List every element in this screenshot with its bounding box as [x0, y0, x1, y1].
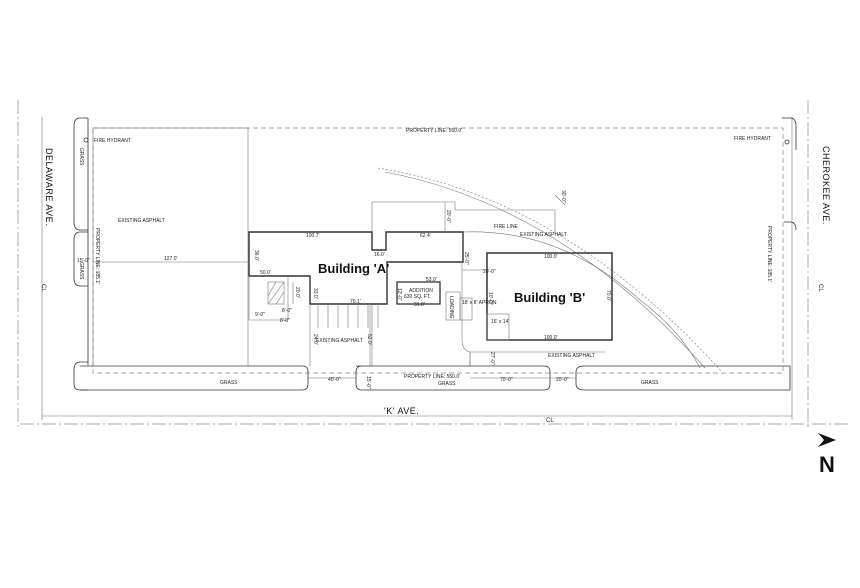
existing-asphalt-north-label: EXISTING ASPHALT [520, 232, 567, 238]
delaware-ave-label: DELAWARE AVE. [44, 148, 54, 226]
addition-outline [396, 281, 441, 305]
grass-strip-south-1 [80, 365, 309, 391]
dim-100-0-b: 100.0' [544, 335, 558, 341]
dim-62-4: 62.4' [420, 233, 431, 239]
existing-asphalt-east-label: EXISTING ASPHALT [548, 353, 595, 359]
property-line-right-label: PROPERTY LINE: 185.1' [766, 226, 772, 282]
dim-53-0: 53.0' [426, 277, 437, 283]
drive-arc-inner [377, 167, 723, 373]
dim-50-0: 50.0' [260, 270, 271, 276]
addition-label: ADDITION [409, 288, 433, 294]
addition-area-label: 630 SQ. FT. [404, 294, 431, 300]
grass-strip-south-2 [355, 365, 551, 391]
dim-100-7: 100.7' [306, 233, 320, 239]
delaware-centerline-label: CL [40, 284, 46, 292]
dim-20-0-b: 20'-0" [483, 269, 496, 275]
cherokee-ave-label: CHEROKEE AVE. [821, 146, 831, 225]
west-parking-lot [92, 127, 249, 367]
dim-8-0-a: 8'-0" [282, 308, 292, 314]
box-16x14 [486, 313, 510, 341]
loading-label: LOADING [448, 296, 454, 319]
dim-25-0: 25'-0" [463, 252, 469, 265]
dim-8-0-b: 8'-0" [280, 318, 290, 324]
dim-30-0: 30'-0" [560, 190, 566, 203]
dim-15-0-b: 15'-0" [365, 376, 371, 389]
dim-40-0: 40'-0" [328, 377, 341, 383]
grass-strip-west-mid [73, 231, 88, 287]
dim-9-0: 9'-0" [255, 312, 265, 318]
cherokee-centerline-label: CL [817, 284, 823, 292]
building-a-outline [248, 231, 464, 305]
dim-16-0: 16.0' [374, 252, 385, 258]
north-arrow-icon [818, 433, 836, 447]
parking-stalls [317, 304, 379, 328]
fire-hydrant-east-icon [784, 139, 790, 145]
grass-strip-east-upper [782, 117, 797, 150]
dim-100-0-a: 100.0' [544, 254, 558, 260]
drive-arc-outer [384, 171, 706, 369]
fire-line-label: FIRE LINE [494, 224, 519, 230]
k-ave-label: 'K' AVE. [384, 406, 419, 416]
west-side-lot [248, 276, 289, 321]
existing-asphalt-west-label: EXISTING ASPHALT [118, 218, 165, 224]
dim-20-0-d: 20'-0" [445, 210, 451, 223]
north-label: N [819, 452, 835, 477]
existing-asphalt-south-label: EXISTING ASPHALT [316, 338, 363, 344]
fire-hydrant-east-label: FIRE HYDRANT [734, 136, 771, 142]
dim-15-0: 15'-0" [77, 258, 90, 264]
dim-33-0: 33.0' [312, 288, 318, 299]
dim-12-0: 12'-0" [396, 288, 402, 301]
building-b-label: Building 'B' [514, 290, 585, 305]
apron-edge [461, 262, 471, 366]
dim-27-0: 27'-0" [489, 352, 495, 365]
dim-10-0: 10'-0" [487, 292, 493, 305]
grass-strip-east-lower [784, 221, 797, 231]
dim-36-0: 36.0' [253, 250, 259, 261]
dimension-lines [93, 194, 576, 379]
building-b-outline [486, 252, 613, 341]
stair-hatch [267, 281, 285, 305]
grass-south-1-label: GRASS [220, 380, 238, 386]
grass-strip-south-3 [575, 365, 791, 391]
east-asphalt-outline [461, 231, 701, 369]
dim-31-0: 31.0' [414, 302, 425, 308]
dim-70-1: 70.1' [350, 299, 361, 305]
property-line [92, 127, 784, 374]
grass-west-upper-label: GRASS [78, 148, 84, 166]
grass-west-mid-label: GRASS [78, 262, 84, 280]
dim-24-0: 24.0' [312, 334, 318, 345]
apron-label: 18' x 8' APRON [462, 300, 497, 306]
grass-strip-west-lower [73, 361, 88, 391]
property-line-bottom-label: PROPERTY LINE: 550.0' [404, 374, 460, 380]
dim-127-0: 127.0' [164, 256, 178, 262]
dim-20-0-c: 20'-0" [556, 377, 569, 383]
building-a-label: Building 'A' [318, 261, 389, 276]
dim-52-0: 52.0' [366, 334, 372, 345]
grass-south-3-label: GRASS [641, 380, 659, 386]
grass-south-2-label: GRASS [438, 381, 456, 387]
dim-70-0-b: 70'-0" [500, 377, 513, 383]
dim-20-0-a: 20.0' [294, 287, 300, 298]
grass-strip-west-upper [73, 117, 88, 231]
property-line-left-label: PROPERTY LINE: 185.1' [94, 228, 100, 284]
fire-hydrant-west-icon [83, 137, 89, 143]
box-16x14-label: 16' x 14' [491, 319, 509, 325]
north-asphalt-outline [371, 201, 556, 232]
dim-70-0: 70.0' [605, 290, 611, 301]
property-line-top-label: PROPERTY LINE: 550.0' [406, 128, 462, 134]
apron-box [459, 297, 473, 321]
fire-hydrant-west-label: FIRE HYDRANT [94, 138, 131, 144]
k-ave-centerline-label: CL [546, 418, 554, 424]
